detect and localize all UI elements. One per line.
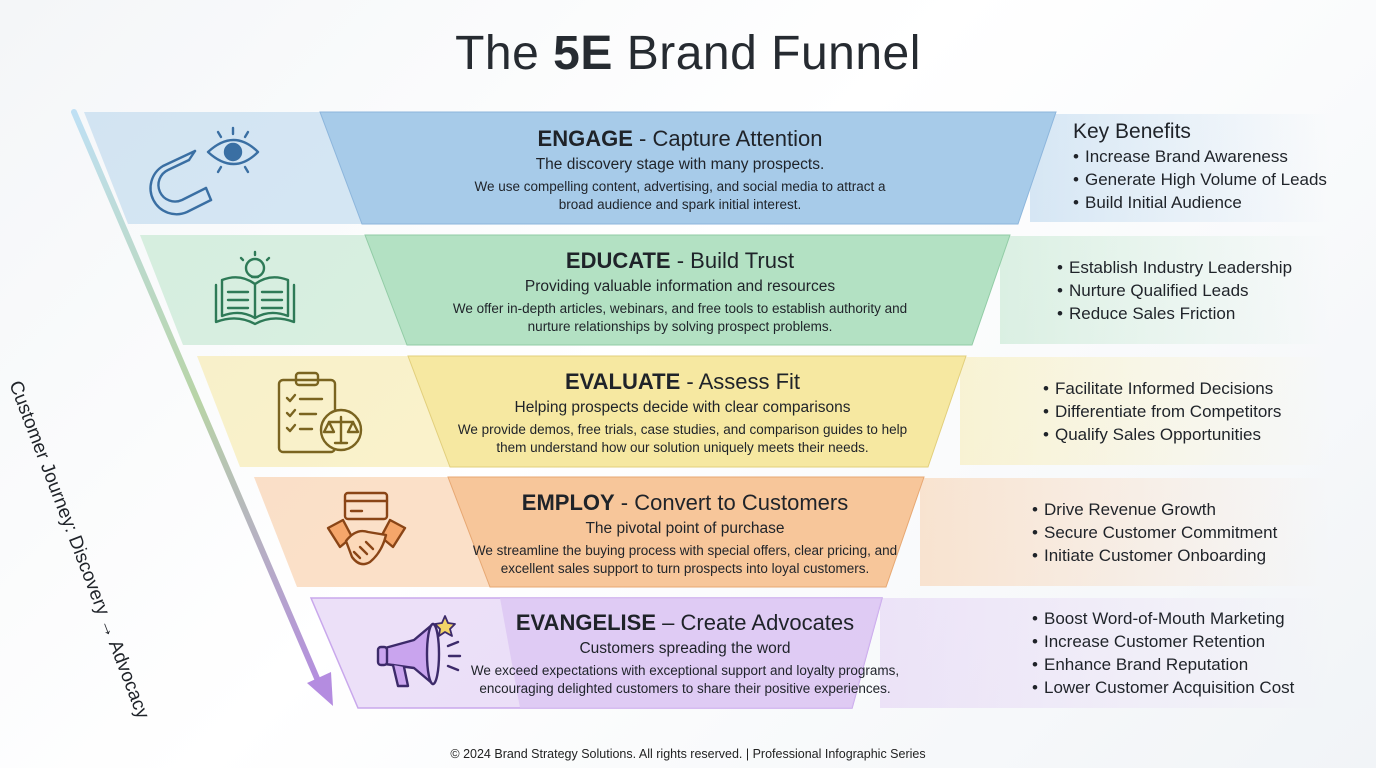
stage-evangelise: EVANGELISE – Create Advocates Customers … — [450, 610, 920, 697]
stage-evaluate: EVALUATE - Assess Fit Helping prospects … — [455, 369, 910, 456]
benefits-evaluate: Facilitate Informed Decisions Differenti… — [1043, 377, 1281, 446]
stage-engage: ENGAGE - Capture Attention The discovery… — [430, 126, 930, 213]
stage-description: We use compelling content, advertising, … — [474, 178, 886, 212]
stage-description: We exceed expectations with exceptional … — [470, 662, 900, 696]
stage-heading: EVANGELISE – Create Advocates — [515, 610, 855, 635]
stage-heading: EDUCATE - Build Trust — [565, 248, 795, 273]
key-benefits-heading: Key Benefits — [1073, 120, 1191, 143]
benefit-item: Lower Customer Acquisition Cost — [1032, 676, 1294, 699]
stage-band-employ — [254, 476, 925, 588]
benefit-item: Drive Revenue Growth — [1032, 498, 1277, 521]
stage-employ: EMPLOY - Convert to Customers The pivota… — [460, 490, 910, 577]
benefit-item: Increase Brand Awareness — [1073, 145, 1327, 168]
stage-heading: EVALUATE - Assess Fit — [564, 369, 801, 394]
benefit-item: Boost Word-of-Mouth Marketing — [1032, 607, 1294, 630]
stage-educate: EDUCATE - Build Trust Providing valuable… — [430, 248, 930, 335]
stage-tagline: Customers spreading the word — [579, 639, 791, 657]
magnet-eye-icon — [149, 126, 260, 216]
page-title: The 5E Brand Funnel — [455, 27, 921, 80]
benefit-item: Increase Customer Retention — [1032, 630, 1294, 653]
stage-band-engage — [84, 111, 1057, 225]
stage-description: We streamline the buying process with sp… — [472, 542, 898, 576]
benefit-item: Generate High Volume of Leads — [1073, 168, 1327, 191]
book-lightbulb-icon — [214, 250, 296, 326]
stage-description: We provide demos, free trials, case stud… — [457, 421, 908, 455]
benefit-item: Secure Customer Commitment — [1032, 521, 1277, 544]
megaphone-star-icon — [376, 615, 462, 688]
journey-arrow — [71, 109, 333, 706]
benefit-item: Establish Industry Leadership — [1057, 256, 1292, 279]
benefit-item: Reduce Sales Friction — [1057, 302, 1292, 325]
benefit-item: Differentiate from Competitors — [1043, 400, 1281, 423]
benefit-item: Facilitate Informed Decisions — [1043, 377, 1281, 400]
benefits-educate: Establish Industry Leadership Nurture Qu… — [1057, 256, 1292, 325]
stage-tagline: Providing valuable information and resou… — [524, 277, 836, 295]
stage-tagline: The discovery stage with many prospects. — [535, 155, 825, 173]
stage-description: We offer in-depth articles, webinars, an… — [452, 300, 908, 334]
stage-heading: EMPLOY - Convert to Customers — [521, 490, 849, 515]
checklist-scale-icon — [277, 371, 363, 454]
stage-heading: ENGAGE - Capture Attention — [537, 126, 823, 151]
stage-tagline: Helping prospects decide with clear comp… — [514, 398, 851, 416]
benefit-item: Qualify Sales Opportunities — [1043, 423, 1281, 446]
benefits-evangelise: Boost Word-of-Mouth Marketing Increase C… — [1032, 607, 1294, 699]
benefits-employ: Drive Revenue Growth Secure Customer Com… — [1032, 498, 1277, 567]
benefit-item: Enhance Brand Reputation — [1032, 653, 1294, 676]
stage-tagline: The pivotal point of purchase — [585, 519, 785, 537]
stage-band-evaluate — [197, 355, 967, 468]
stage-band-educate — [140, 234, 1011, 346]
benefit-item: Initiate Customer Onboarding — [1032, 544, 1277, 567]
handshake-card-icon — [326, 491, 407, 566]
benefits-engage: Key Benefits Increase Brand Awareness Ge… — [1073, 120, 1327, 214]
footer-copyright: © 2024 Brand Strategy Solutions. All rig… — [450, 747, 926, 761]
benefit-item: Build Initial Audience — [1073, 191, 1327, 214]
benefit-item: Nurture Qualified Leads — [1057, 279, 1292, 302]
